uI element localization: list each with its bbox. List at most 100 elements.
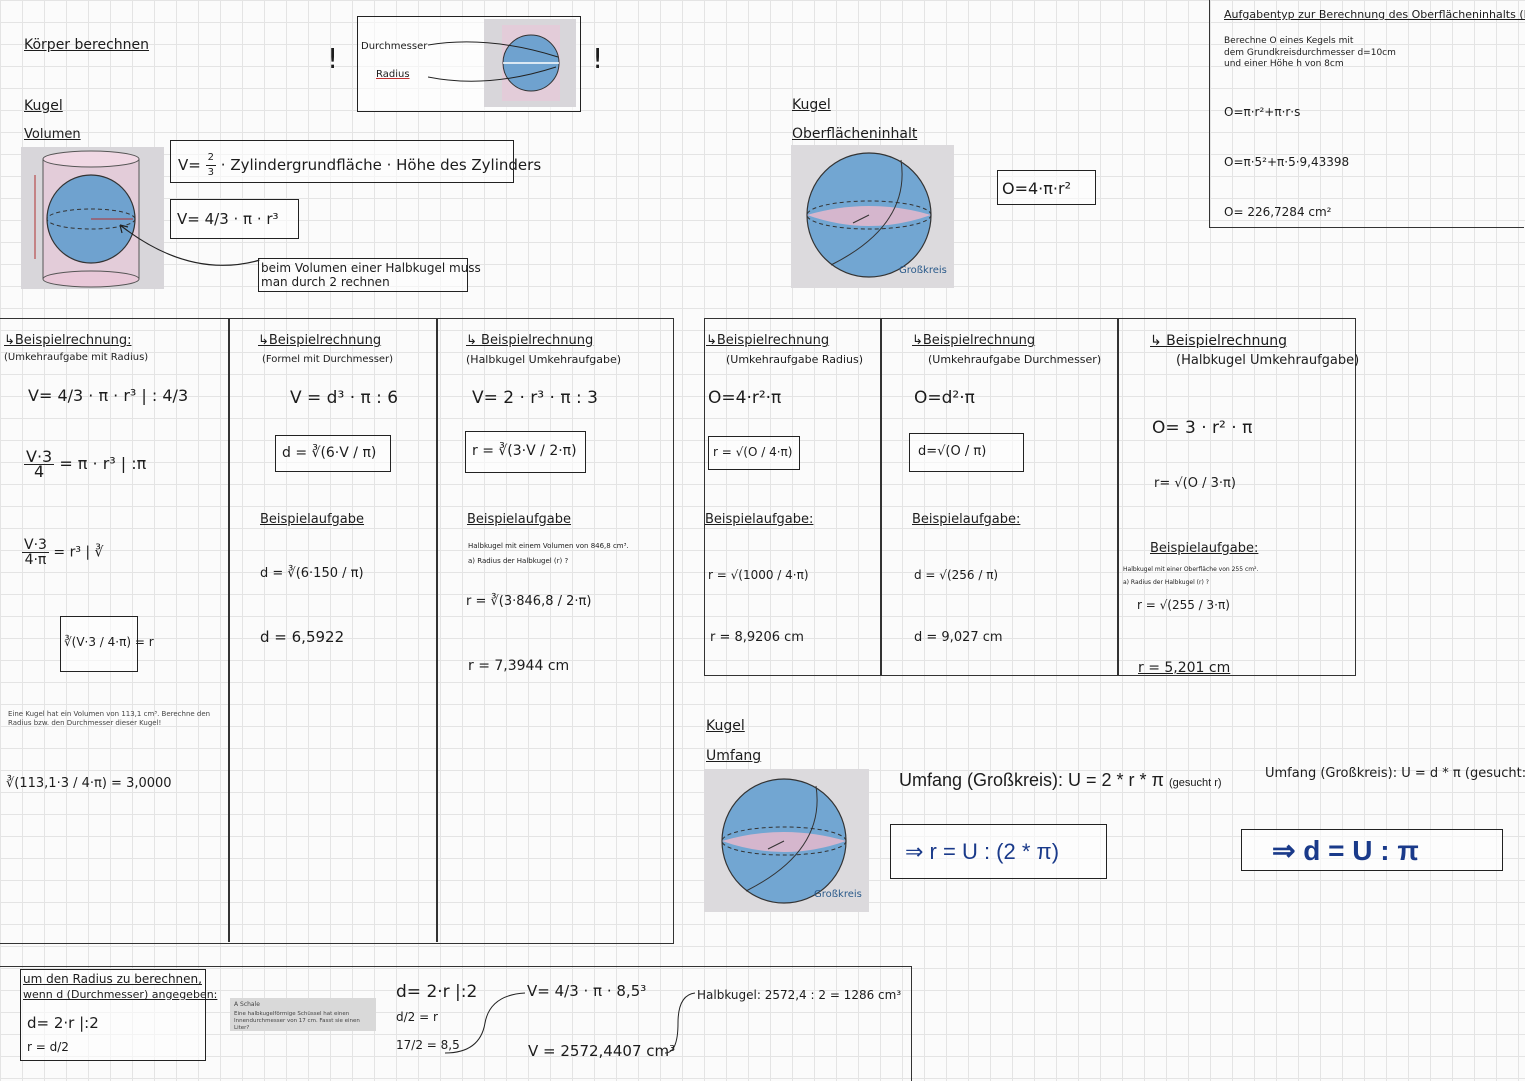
col3-beispiel: Beispielaufgabe (467, 512, 572, 527)
col6-task-2: a) Radius der Halbkugel (r) ? (1123, 579, 1209, 586)
halbkugel-note-1: beim Volumen einer Halbkugel muss (261, 261, 481, 275)
col6-task-1: Halbkugel mit einer Oberfläche von 255 c… (1123, 566, 1259, 573)
col2-beispiel: Beispielaufgabe (260, 512, 365, 527)
col6-beispiel: Beispielaufgabe: (1150, 541, 1259, 556)
col3-result: r = 7,3944 cm (468, 658, 570, 674)
col2-heading: ↳Beispielrechnung (258, 333, 382, 348)
grosskreis-label-2: Großkreis (814, 889, 862, 900)
calc-3: 17/2 = 8,5 (396, 1038, 460, 1052)
col1-task: Eine Kugel hat ein Volumen von 113,1 cm³… (8, 710, 211, 727)
col6-result: r = 5,201 cm (1138, 660, 1231, 676)
col3-task-2: a) Radius der Halbkugel (r) ? (468, 557, 569, 565)
warning-icon-1: ! (327, 42, 339, 75)
calc-4: V= 4/3 · π · 8,5³ (527, 982, 647, 1000)
col2-sub: (Formel mit Durchmesser) (262, 354, 394, 365)
col1-sub: (Umkehraufgabe mit Radius) (4, 352, 149, 363)
col6-heading: ↳ Beispielrechnung (1150, 333, 1287, 349)
col4-heading: ↳Beispielrechnung (706, 333, 830, 348)
col2-formula-box: d = ∛(6·V / π) (275, 435, 391, 472)
col3-line1: V= 2 · r³ · π : 3 (472, 388, 598, 408)
radius-note-box: um den Radius zu berechnen, wenn d (Durc… (20, 969, 217, 1061)
col5-sub: (Umkehraufgabe Durchmesser) (928, 353, 1102, 366)
surface-examples-panel (704, 318, 1356, 676)
radius-note-1: um den Radius zu berechnen, (23, 972, 202, 986)
kegel-step-1: O=π·r²+π·r·s (1224, 105, 1301, 119)
col4-beispiel: Beispielaufgabe: (705, 512, 814, 527)
grosskreis-label: Großkreis (899, 265, 947, 276)
halbkugel-note-2: man durch 2 rechnen (261, 275, 390, 289)
volume-formula-box: V= 4/3 · π · r³ (170, 199, 299, 239)
radius-note-2: wenn d (Durchmesser) angegeben: (23, 988, 218, 1001)
warning-icon-2: ! (592, 42, 604, 75)
col5-beispiel: Beispielaufgabe: (912, 512, 1021, 527)
oberflaeche-heading: Oberflächeninhalt (792, 126, 918, 142)
calc-6: Halbkugel: 2572,4 : 2 = 1286 cm³ (697, 988, 902, 1002)
kegel-title: Aufgabentyp zur Berechnung des Oberfläch… (1224, 8, 1525, 21)
kegel-task-1: Berechne O eines Kegels mit (1224, 36, 1354, 46)
col5-line1: O=d²·π (914, 388, 975, 408)
col6-line3: r = √(255 / 3·π) (1137, 598, 1230, 612)
col1-result: ∛(113,1·3 / 4·π) = 3,0000 (6, 776, 172, 791)
col6-line1: O= 3 · r² · π (1152, 418, 1253, 438)
col2-result: d = 6,5922 (260, 628, 345, 646)
arrow-to-sphere (119, 224, 261, 266)
kugel-umfang-heading: Kugel (706, 718, 745, 734)
divider (228, 318, 230, 942)
durchmesser-label: Durchmesser (361, 41, 428, 52)
col2-line2: d = ∛(6·V / π) (282, 445, 377, 461)
col1-heading: ↳Beispielrechnung: (4, 333, 132, 348)
surface-formula-box: O=4·π·r² (997, 170, 1096, 205)
radius-step-1: d= 2·r |:2 (27, 1014, 99, 1032)
col5-line2: d=√(O / π) (918, 444, 987, 459)
schale-task-card: A Schale Eine halbkugelförmige Schüssel … (230, 998, 376, 1031)
schale-label: A Schale (234, 1001, 260, 1008)
sphere-in-cylinder-image (21, 147, 164, 289)
col5-formula-box: d=√(O / π) (909, 433, 1024, 472)
divider (1117, 318, 1119, 675)
calc-arrow-2 (664, 992, 696, 1054)
col4-line3: r = √(1000 / 4·π) (708, 568, 809, 582)
umfang-result-d: ⇒ d = U : π (1272, 835, 1419, 866)
surface-formula: O=4·π·r² (1002, 179, 1071, 198)
col3-heading: ↳ Beispielrechnung (466, 333, 594, 348)
col1-result-box: ∛(V·3 / 4·π) = r (60, 616, 154, 672)
col3-formula-box: r = ∛(3·V / 2·π) (465, 431, 586, 473)
umfang-result-r-box: ⇒ r = U : (2 * π) (890, 824, 1107, 879)
halbkugel-note-box: beim Volumen einer Halbkugel muss man du… (258, 258, 481, 292)
col5-heading: ↳Beispielrechnung (912, 333, 1036, 348)
kugel-oberflaeche-heading: Kugel (792, 97, 831, 113)
col2-line3: d = ∛(6·150 / π) (260, 566, 364, 581)
col4-formula-box: r = √(O / 4·π) (708, 436, 800, 470)
formula-rest: · Zylindergrundfläche · Höhe des Zylinde… (220, 156, 542, 174)
col3-task-1: Halbkugel mit einem Volumen von 846,8 cm… (468, 542, 629, 550)
formula-lhs: V= (178, 156, 201, 174)
sphere-surface-image: Großkreis (791, 145, 954, 288)
col4-line2: r = √(O / 4·π) (713, 445, 793, 459)
volume-examples-panel (0, 318, 674, 944)
kegel-step-3: O= 226,7284 cm² (1224, 205, 1332, 219)
kegel-task-3: und einer Höhe h von 8cm (1224, 59, 1344, 69)
volumen-heading: Volumen (24, 127, 81, 142)
col5-result: d = 9,027 cm (914, 630, 1003, 645)
calc-1: d= 2·r |:2 (396, 982, 478, 1002)
kegel-panel: Aufgabentyp zur Berechnung des Oberfläch… (1209, 0, 1525, 228)
page-title: Körper berechnen (24, 37, 150, 53)
col5-line3: d = √(256 / π) (914, 568, 999, 582)
sphere-circumference-image: Großkreis (704, 769, 869, 912)
umfang-formula-d: Umfang (Großkreis): U = d * π (gesucht: … (1265, 766, 1525, 781)
label-arrows (428, 41, 559, 82)
col2-line1: V = d³ · π : 6 (290, 388, 399, 408)
col3-line3: r = ∛(3·846,8 / 2·π) (466, 594, 592, 609)
bottom-panel (0, 966, 912, 1081)
col1-line1: V= 4/3 · π · r³ | : 4/3 (28, 386, 189, 405)
col4-line1: O=4·r²·π (708, 388, 782, 408)
umfang-result-r: ⇒ r = U : (2 * π) (905, 839, 1060, 864)
diameter-radius-box: Durchmesser Radius (357, 16, 581, 112)
col3-line2: r = ∛(3·V / 2·π) (472, 443, 577, 459)
umfang-formula-r: Umfang (Großkreis): U = 2 * r * π (gesuc… (899, 770, 1222, 790)
schale-text: Eine halbkugelförmige Schüssel hat einen… (234, 1011, 360, 1031)
divider (436, 318, 438, 942)
